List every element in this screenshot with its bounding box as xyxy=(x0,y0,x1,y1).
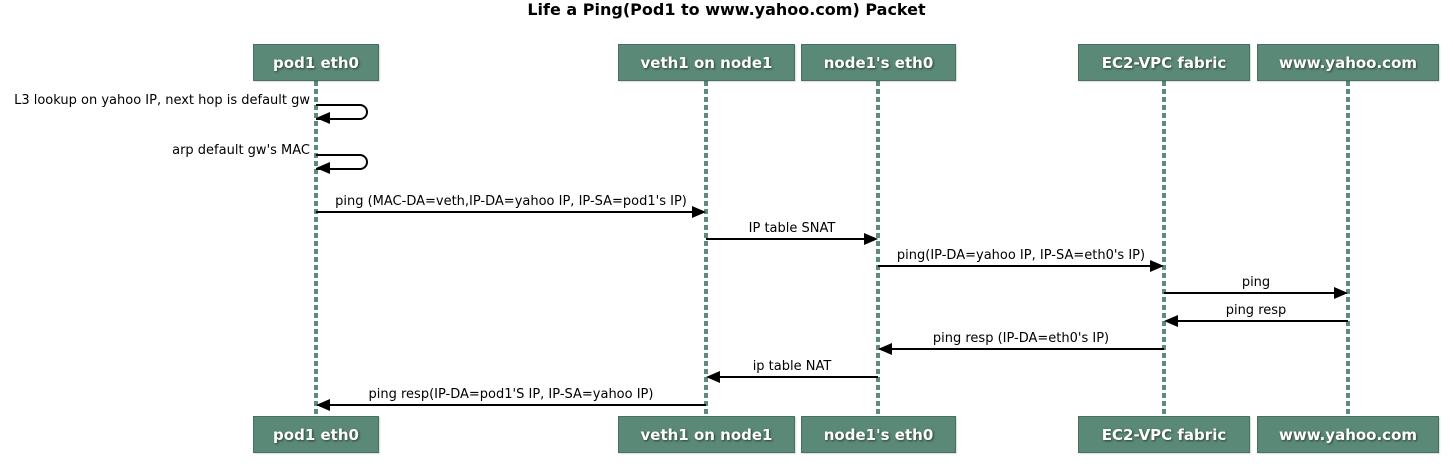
participant-bottom-ec2-vpc-fabric: EC2-VPC fabric xyxy=(1078,416,1250,453)
lifeline-ec2-vpc-fabric xyxy=(1162,81,1166,416)
message-line xyxy=(316,211,693,213)
message-line xyxy=(720,376,878,378)
self-message-loop xyxy=(316,104,368,120)
arrowhead-right-icon xyxy=(1150,260,1164,272)
participant-top-node1s-eth0: node1's eth0 xyxy=(801,44,956,81)
lifeline-pod1-eth0 xyxy=(314,81,318,416)
message-label-snat: IP table SNAT xyxy=(748,221,836,236)
self-message-loop xyxy=(316,154,368,170)
participant-top-veth1-on-node1: veth1 on node1 xyxy=(618,44,795,81)
message-line xyxy=(1178,320,1348,322)
arrowhead-right-icon xyxy=(692,206,706,218)
message-line xyxy=(330,404,706,406)
participant-bottom-pod1-eth0: pod1 eth0 xyxy=(253,416,379,453)
message-label-ping-resp: ping resp xyxy=(1225,303,1287,318)
message-label-ping-snat: ping(IP-DA=yahoo IP, IP-SA=eth0's IP) xyxy=(896,248,1146,263)
arrowhead-left-icon xyxy=(316,399,330,411)
lifeline-www-yahoo-com xyxy=(1346,81,1350,416)
arrowhead-left-icon xyxy=(316,162,330,174)
message-label-ping-out: ping (MAC-DA=veth,IP-DA=yahoo IP, IP-SA=… xyxy=(335,194,687,209)
message-label-ping: ping xyxy=(1241,275,1271,290)
participant-bottom-www-yahoo-com: www.yahoo.com xyxy=(1257,416,1439,453)
arrowhead-left-icon xyxy=(706,371,720,383)
message-line xyxy=(706,238,865,240)
arrowhead-right-icon xyxy=(864,233,878,245)
participant-top-ec2-vpc-fabric: EC2-VPC fabric xyxy=(1078,44,1250,81)
arrowhead-left-icon xyxy=(316,112,330,124)
participant-bottom-veth1-on-node1: veth1 on node1 xyxy=(618,416,795,453)
arrowhead-right-icon xyxy=(1334,287,1348,299)
message-label-arp: arp default gw's MAC xyxy=(172,143,310,158)
participant-bottom-node1s-eth0: node1's eth0 xyxy=(801,416,956,453)
message-label-ping-resp-pod1: ping resp(IP-DA=pod1'S IP, IP-SA=yahoo I… xyxy=(368,387,654,402)
message-line xyxy=(878,265,1151,267)
lifeline-veth1-on-node1 xyxy=(704,81,708,416)
arrowhead-left-icon xyxy=(1164,315,1178,327)
participant-top-www-yahoo-com: www.yahoo.com xyxy=(1257,44,1439,81)
participant-top-pod1-eth0: pod1 eth0 xyxy=(253,44,379,81)
message-line xyxy=(892,348,1164,350)
message-label-nat: ip table NAT xyxy=(752,359,832,374)
lifeline-node1s-eth0 xyxy=(876,81,880,416)
arrowhead-left-icon xyxy=(878,343,892,355)
diagram-title: Life a Ping(Pod1 to www.yahoo.com) Packe… xyxy=(527,0,926,19)
message-label-ping-resp-eth0: ping resp (IP-DA=eth0's IP) xyxy=(932,331,1110,346)
message-line xyxy=(1164,292,1335,294)
message-label-l3-lookup: L3 lookup on yahoo IP, next hop is defau… xyxy=(14,93,310,108)
